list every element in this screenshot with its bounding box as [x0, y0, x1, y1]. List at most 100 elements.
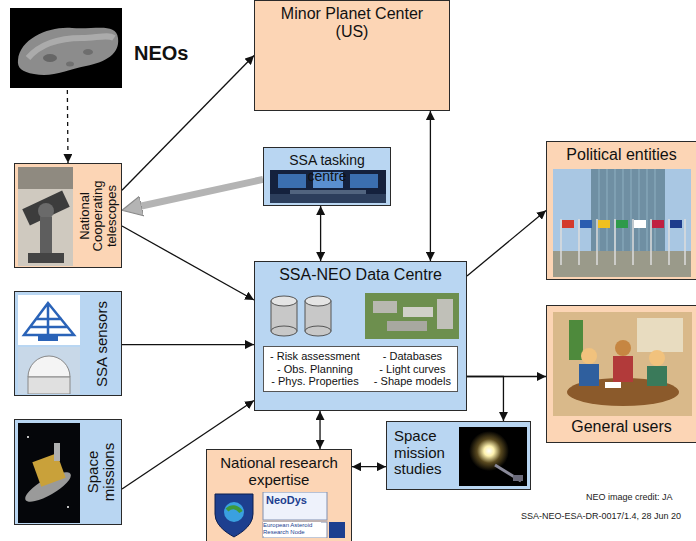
- node-text: - Risk assessment: [270, 350, 360, 363]
- spacecraft-image: [18, 423, 80, 523]
- node-text: Minor Planet Center (US): [270, 5, 435, 42]
- drawing-part: [270, 170, 386, 203]
- node-text: Space missions: [83, 421, 119, 523]
- drawing-part: [18, 347, 80, 394]
- drawing-part: [437, 299, 453, 329]
- node-text: Space mission studies: [394, 428, 458, 478]
- node-text: NEOs: [134, 42, 195, 65]
- connector: [319, 411, 320, 449]
- drawing-part: [647, 366, 667, 386]
- data-centre-image: [267, 293, 459, 341]
- drawing-part: [18, 295, 80, 345]
- mission-image: [459, 427, 527, 486]
- study-box: Space mission studies: [386, 421, 531, 490]
- note-label: SSA-NEO-ESA-DR-0017/1.4, 28 Jun 20: [521, 511, 681, 521]
- drawing-part: [365, 293, 459, 339]
- connector: [467, 211, 546, 277]
- drawing-part: [43, 54, 57, 62]
- note-label: NeoDys: [266, 494, 307, 507]
- drawing-part: [24, 303, 74, 339]
- drawing-part: [605, 382, 621, 388]
- node-text: General users: [551, 418, 692, 436]
- drawing-part: [562, 220, 574, 228]
- drawing-part: [652, 220, 664, 228]
- connector: [430, 111, 431, 261]
- drawing-part: [581, 348, 597, 364]
- drawing-part: [263, 522, 327, 538]
- drawing-part: [403, 307, 433, 317]
- drawing-part: [305, 326, 331, 336]
- asteroid-image: [10, 8, 122, 88]
- drawing-part: [28, 253, 64, 263]
- drawing-part: [598, 220, 610, 228]
- node-text: SSA sensors: [83, 293, 119, 394]
- drawing-part: [28, 377, 70, 394]
- tasking-box: SSA tasking centre: [263, 147, 391, 206]
- drawing-part: [616, 220, 628, 228]
- drawing-part: [66, 62, 74, 67]
- drawing-part: [290, 190, 366, 194]
- drawing-part: [278, 174, 306, 188]
- drawing-part: [561, 219, 685, 265]
- drawing-part: [615, 340, 631, 356]
- drawing-part: [18, 167, 73, 266]
- drawing-part: [305, 296, 331, 306]
- drawing-part: [270, 194, 386, 203]
- connector: [122, 56, 254, 191]
- drawing-part: [32, 453, 65, 486]
- drawing-part: [215, 494, 253, 537]
- drawing-part: [67, 506, 69, 508]
- drawing-part: [224, 502, 244, 522]
- drawing-part: [580, 220, 592, 228]
- drawing-part: [591, 169, 665, 251]
- drawing-part: [28, 36, 114, 58]
- drawing-part: [27, 436, 29, 438]
- node-text: - Databases: [374, 350, 451, 363]
- connector: [67, 90, 69, 163]
- drawing-part: [513, 475, 523, 481]
- drawing-part: [227, 507, 241, 512]
- drawing-part: [670, 220, 682, 228]
- node-text: - Obs. Planning: [270, 363, 360, 376]
- tasking-arrow: [136, 179, 263, 207]
- drawing-part: [18, 167, 73, 189]
- node-text: - Phys. Properties: [270, 375, 360, 388]
- users-box: General users: [546, 305, 696, 443]
- telescope-image: [18, 167, 73, 266]
- neo-figure: NEOs: [10, 8, 195, 90]
- center-box: Minor Planet Center (US): [254, 0, 450, 111]
- connector: [122, 344, 254, 345]
- node-text: - Light curves: [374, 363, 451, 376]
- drawing-part: [634, 220, 646, 228]
- entity-box: Political entities: [546, 141, 696, 280]
- telescope-box: National Cooperating telescopes: [14, 163, 122, 268]
- drawing-part: [313, 172, 343, 188]
- drawing-part: [387, 321, 427, 331]
- drawing-part: [18, 28, 118, 75]
- drawing-part: [459, 427, 527, 486]
- drawing-part: [329, 522, 345, 538]
- drawing-part: [271, 296, 297, 306]
- node-text: SSA tasking centre: [268, 152, 386, 184]
- drawing-part: [553, 251, 691, 277]
- note-label: European Asteroid Research Node: [263, 522, 321, 536]
- drawing-part: [553, 312, 692, 416]
- drawing-part: [469, 431, 509, 471]
- meeting-image: [553, 312, 692, 416]
- drawing-part: [637, 318, 683, 352]
- drawing-part: [553, 169, 691, 277]
- drawing-part: [28, 356, 70, 377]
- drawing-part: [613, 356, 633, 382]
- connector: [352, 466, 386, 467]
- connector: [122, 226, 254, 300]
- connector: [467, 377, 503, 422]
- drawing-part: [38, 335, 58, 341]
- drawing-part: [40, 217, 52, 253]
- note-label: NEO image credit: JA: [586, 492, 673, 502]
- drawing-part: [18, 423, 80, 523]
- drawing-part: [54, 443, 60, 461]
- connector: [320, 206, 321, 261]
- drawing-part: [373, 301, 397, 313]
- un-building-image: [553, 169, 691, 277]
